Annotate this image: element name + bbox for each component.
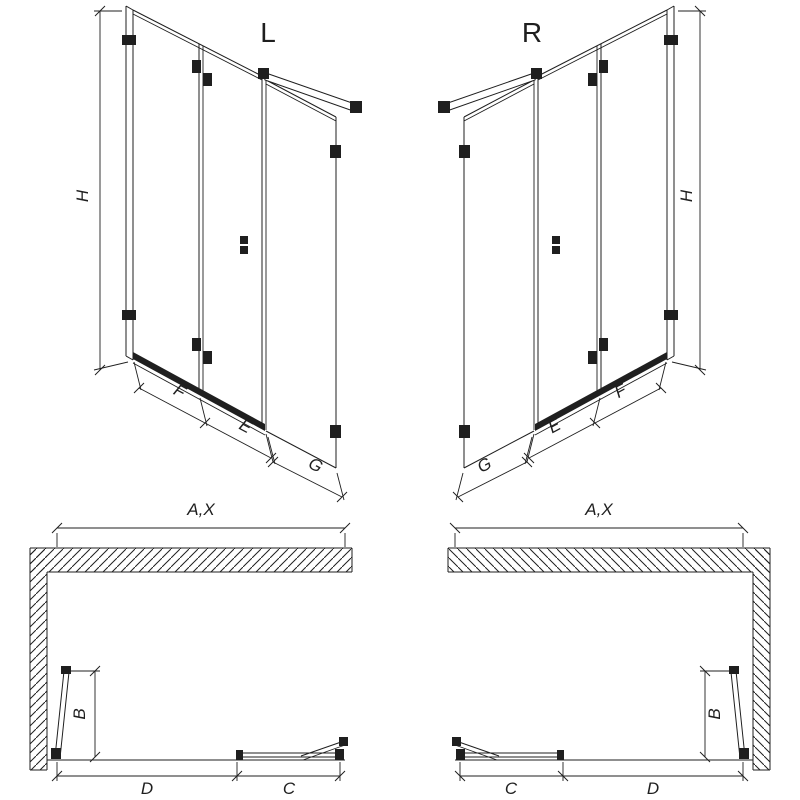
right-f-label: F (611, 380, 631, 402)
right-height-label: H (677, 189, 696, 202)
right-elevation-drawing (437, 5, 707, 503)
right-e-label: E (545, 415, 565, 437)
right-c-label: C (505, 779, 518, 798)
left-e-label: E (236, 415, 256, 437)
left-elevation-drawing (93, 5, 363, 503)
right-d-label: D (647, 779, 659, 798)
right-g-label: G (474, 454, 495, 477)
right-variant-label: R (522, 17, 542, 48)
left-c-label: C (283, 779, 296, 798)
left-b-label: B (70, 708, 89, 719)
right-b-label: B (705, 708, 724, 719)
left-overall-width-label: A,X (186, 500, 215, 519)
left-plan-drawing (29, 522, 353, 782)
right-plan-drawing (447, 522, 771, 782)
left-g-label: G (305, 454, 326, 477)
left-variant-label: L (260, 17, 276, 48)
left-f-label: F (171, 380, 191, 402)
right-overall-width-label: A,X (584, 500, 613, 519)
left-height-label: H (73, 189, 92, 202)
left-d-label: D (141, 779, 153, 798)
